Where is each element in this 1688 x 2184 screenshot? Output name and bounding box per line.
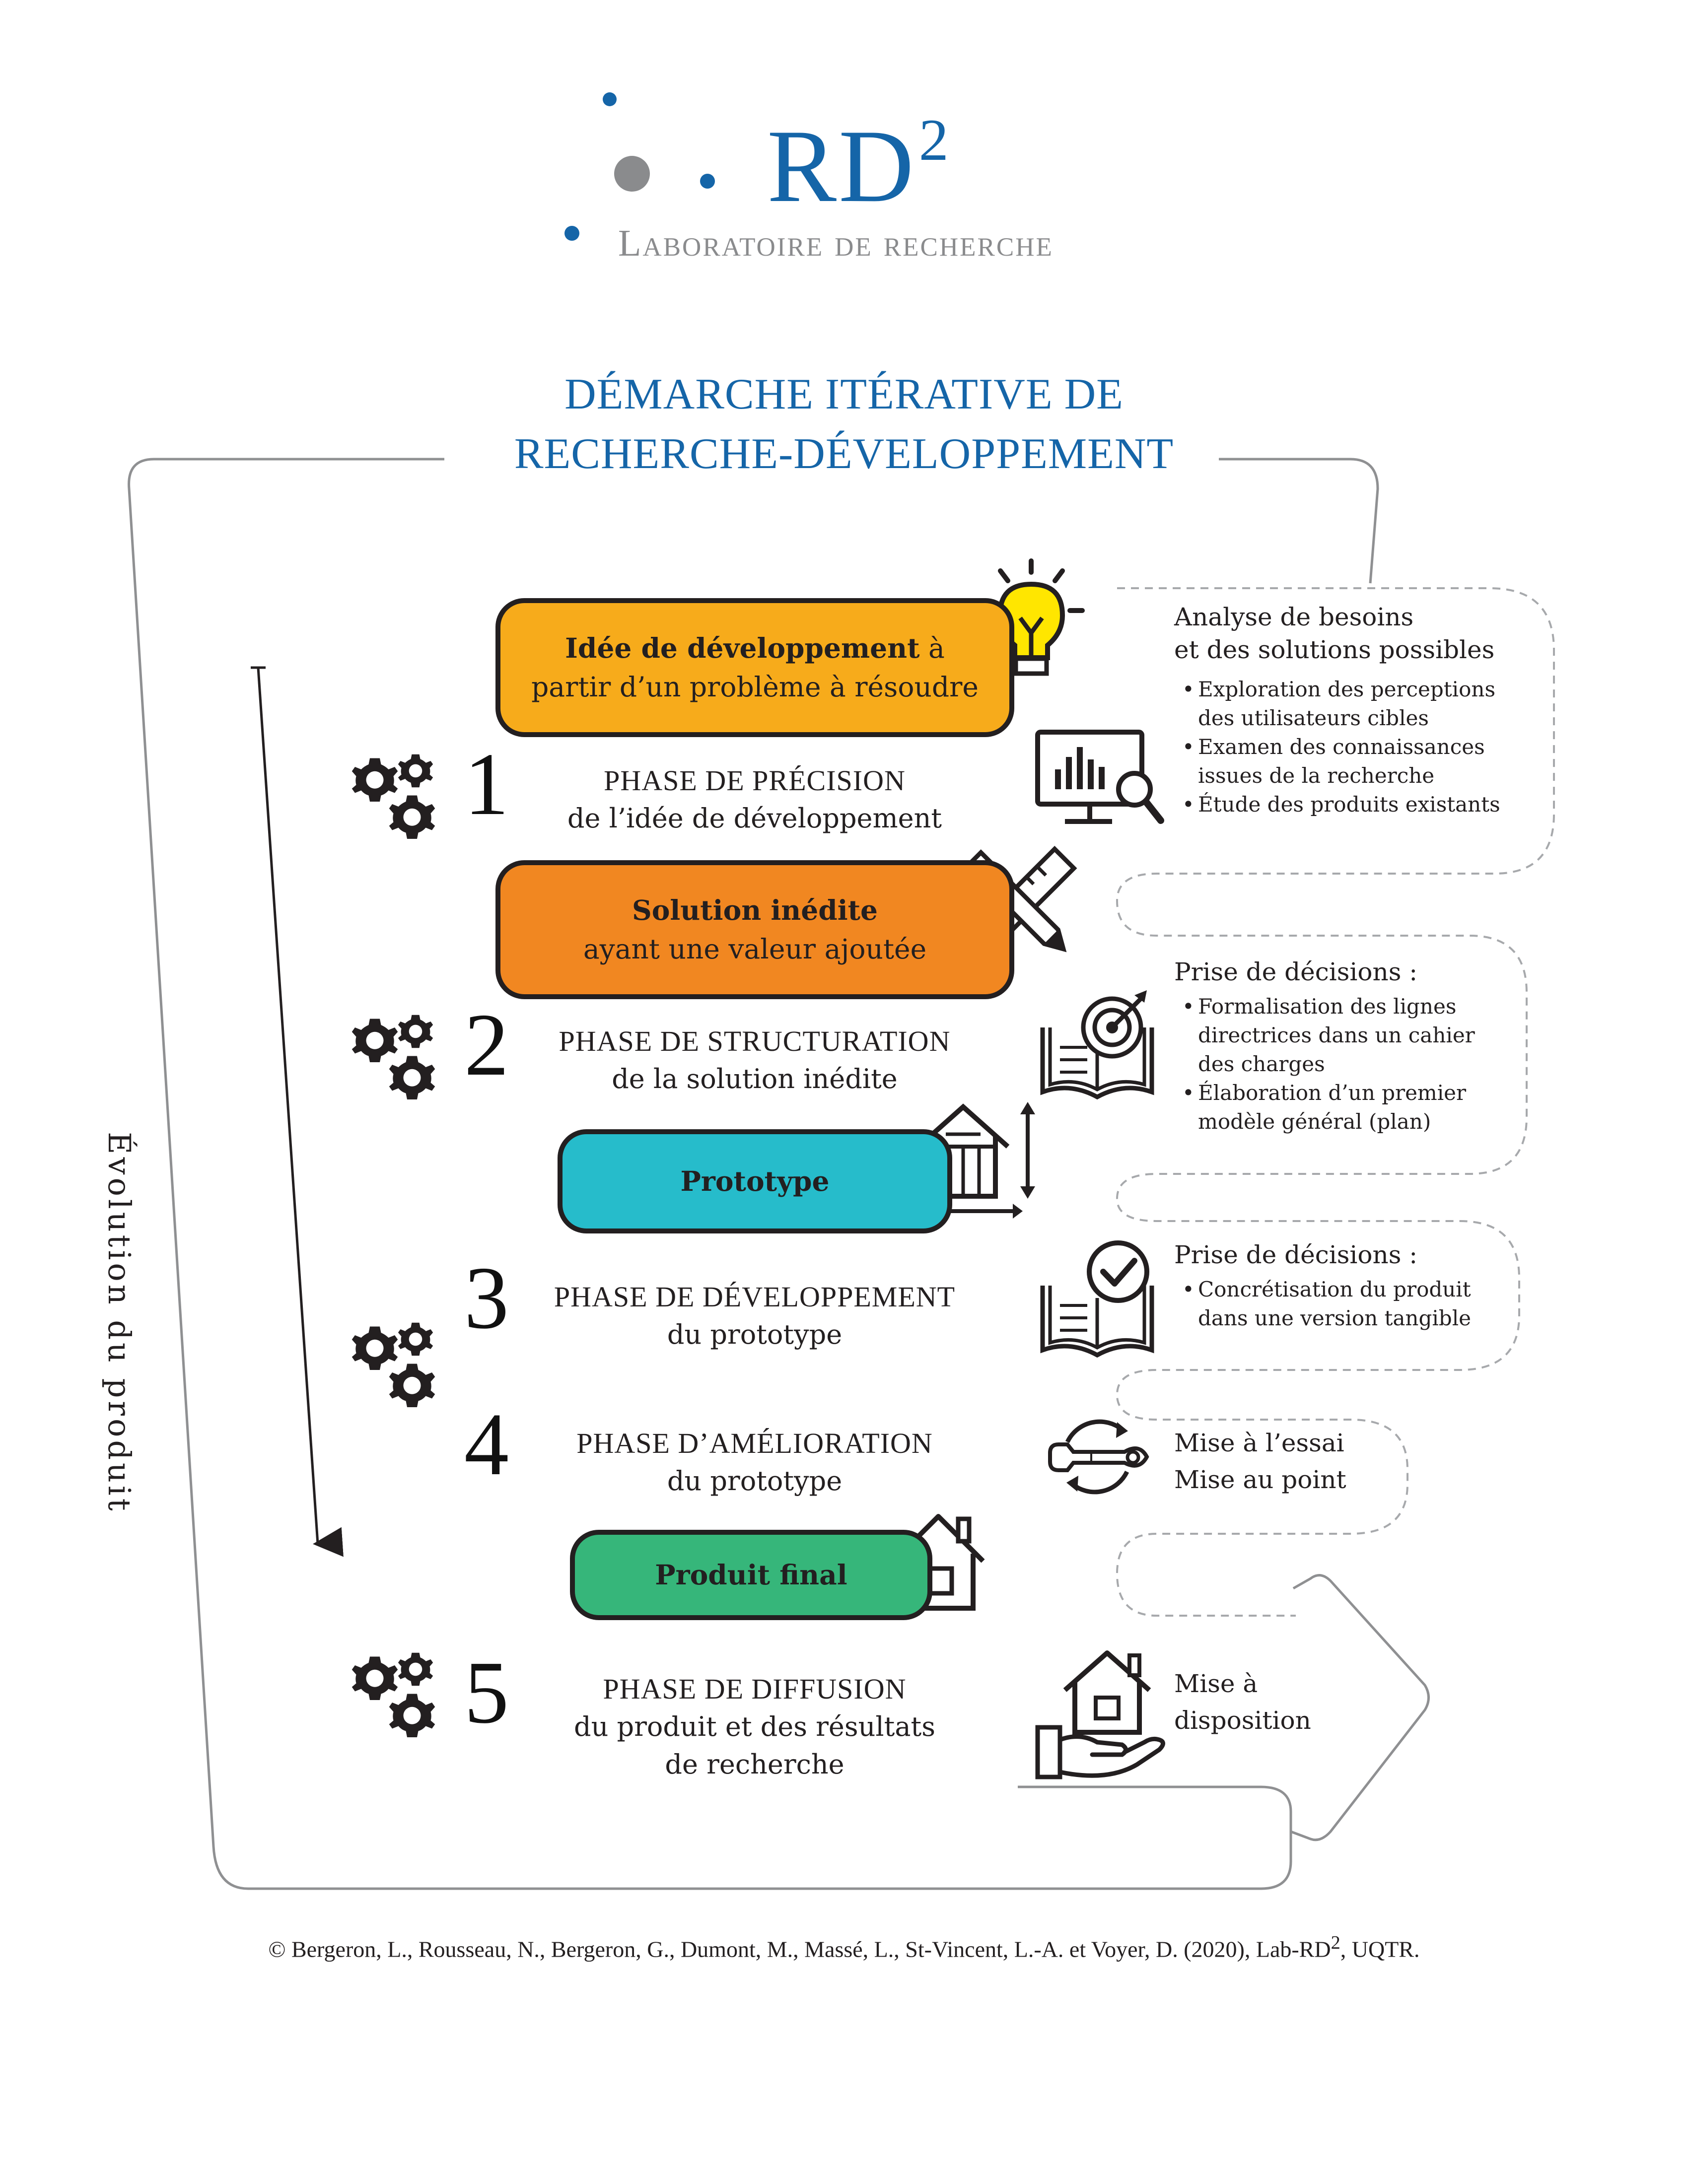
hand-house-icon [1035,1650,1165,1779]
note-1-heading-2: et des solutions possibles [1174,635,1495,664]
gears-icon [352,1653,435,1737]
phase-4-subtitle: du prototype [667,1465,843,1497]
book-check-icon [1040,1240,1154,1358]
phase-number-3: 3 [464,1248,509,1347]
stage-box-final-product: Produit final [570,1530,932,1620]
phase-5-subtitle: du produit et des résultats [574,1711,935,1742]
phase-number-2: 2 [464,995,509,1094]
note-4-line-2: Mise au point [1174,1465,1346,1494]
note-needs-analysis: Analyse de besoins et des solutions poss… [1174,601,1551,819]
box-prototype-bold: Prototype [680,1165,830,1197]
note-5-line-2: disposition [1174,1706,1311,1735]
phase-number-4: 4 [464,1395,509,1494]
phase-1-title: PHASE DE PRÉCISION [604,764,906,797]
note-2-heading: Prise de décisions : [1174,957,1418,986]
stage-box-prototype: Prototype [558,1129,952,1233]
phase-number-5: 5 [464,1643,509,1742]
gears-icon [352,754,435,839]
frame-outline [128,458,1430,1890]
phase-2-subtitle: de la solution inédite [612,1063,898,1094]
phase-5-title: PHASE DE DIFFUSION [603,1673,907,1705]
evolution-label: Évolution du produit [101,1132,138,1514]
phase-5-text: PHASE DE DIFFUSION du produit et des rés… [496,1670,1013,1783]
analytics-monitor-icon [1035,730,1164,824]
note-3-heading: Prise de décisions : [1174,1240,1418,1269]
note-4-line-1: Mise à l’essai [1174,1429,1344,1457]
box-final-bold: Produit final [655,1559,847,1591]
box-idea-bold: Idée de développement [565,632,920,664]
dashed-notes-path [1116,587,1555,1617]
page-title: DÉMARCHE ITÉRATIVE DE RECHERCHE-DÉVELOPP… [397,365,1291,484]
lightbulb-icon [978,558,1085,676]
phase-4-title: PHASE D’AMÉLIORATION [576,1427,933,1459]
logo-subtitle: Laboratoire de recherche [618,222,1054,264]
phase-1-text: PHASE DE PRÉCISION de l’idée de développ… [496,762,1013,837]
footer-sup: 2 [1331,1932,1340,1953]
gears-icon [352,1015,435,1099]
footer-tail: , UQTR. [1340,1936,1420,1962]
phase-3-text: PHASE DE DÉVELOPPEMENT du prototype [496,1278,1013,1354]
phase-5-subtitle-2: de recherche [665,1749,844,1780]
logo-superscript: 2 [918,107,951,173]
wrench-cycle-icon [1048,1419,1149,1495]
gears-icon [352,1323,435,1407]
logo-name: RD [767,109,916,224]
box-solution-bold: Solution inédite [632,894,878,926]
note-development-decisions: Prise de décisions : Concrétisation du p… [1174,1238,1522,1333]
evolution-arrow [257,667,344,1557]
logo-wordmark: RD2 [767,110,951,219]
note-testing: Mise à l’essai Mise au point [1174,1425,1403,1498]
phase-2-title: PHASE DE STRUCTURATION [559,1025,951,1057]
note-1-heading-1: Analyse de besoins [1174,603,1414,631]
phase-3-subtitle: du prototype [667,1319,843,1350]
footer-text: © Bergeron, L., Rousseau, N., Bergeron, … [268,1936,1331,1962]
stage-box-solution: Solution inédite ayant une valeur ajouté… [495,860,1014,999]
box-idea-rest: à [919,632,945,664]
title-line-2: RECHERCHE-DÉVELOPPEMENT [514,430,1174,478]
note-availability: Mise à disposition [1174,1665,1373,1739]
copyright-footer: © Bergeron, L., Rousseau, N., Bergeron, … [0,1932,1688,1962]
book-target-icon [1040,990,1154,1100]
box-idea-line2: partir d’un problème à résoudre [531,671,979,703]
title-line-1: DÉMARCHE ITÉRATIVE DE [564,370,1124,418]
note-structuring-decisions: Prise de décisions : Formalisation des l… [1174,956,1532,1136]
box-solution-line2: ayant une valeur ajoutée [583,933,927,965]
phase-2-text: PHASE DE STRUCTURATION de la solution in… [496,1023,1013,1098]
logo-dots-icon [564,92,715,241]
phase-number-1: 1 [464,735,509,833]
phase-3-title: PHASE DE DÉVELOPPEMENT [554,1281,956,1313]
stage-box-idea: Idée de développement à partir d’un prob… [495,598,1014,737]
list-item: Étude des produits existants [1174,790,1551,819]
phase-4-text: PHASE D’AMÉLIORATION du prototype [496,1425,1013,1500]
phase-1-subtitle: de l’idée de développement [567,803,942,834]
note-5-line-1: Mise à [1174,1669,1258,1698]
